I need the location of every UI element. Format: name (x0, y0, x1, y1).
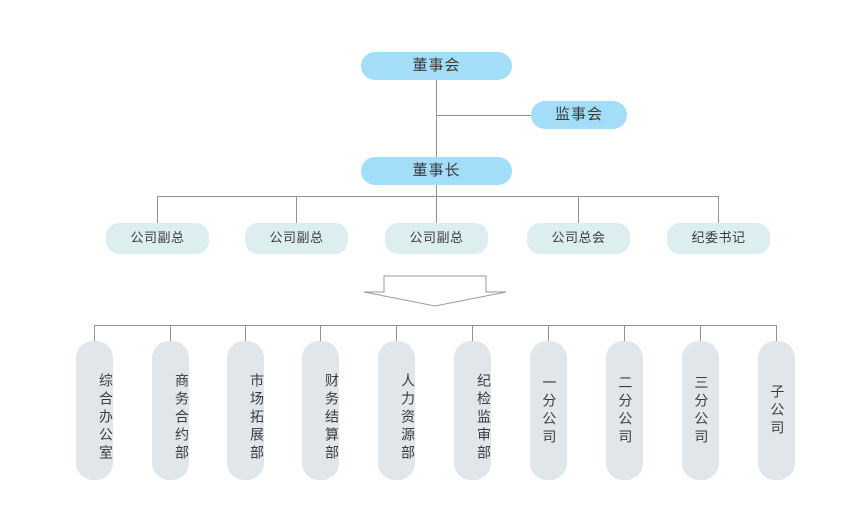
flow-arrow-icon (362, 270, 508, 308)
node-chairman[interactable]: 董事长 (361, 157, 512, 185)
connector-drop-business-contract-dept (170, 325, 171, 341)
connector-drop-chief-accountant (578, 196, 579, 223)
connector-board-to-supervisors (436, 115, 532, 116)
node-discipline-secretary[interactable]: 纪委书记 (667, 223, 770, 254)
node-chief-accountant[interactable]: 公司总会 (527, 223, 630, 254)
connector-drop-branch-company-3 (700, 325, 701, 341)
node-board-of-directors[interactable]: 董事会 (361, 52, 512, 80)
node-vice-president-1[interactable]: 公司副总 (106, 223, 209, 254)
node-vice-president-2[interactable]: 公司副总 (245, 223, 348, 254)
connector-drop-general-office (94, 325, 95, 341)
connector-drop-market-development-dept (245, 325, 246, 341)
connector-board-to-chairman (436, 80, 437, 157)
connector-drop-subsidiary-company (776, 325, 777, 341)
node-general-office[interactable]: 综合办公室 (76, 341, 114, 480)
connector-drop-branch-company-1 (548, 325, 549, 341)
node-business-contract-dept[interactable]: 商务合约部 (152, 341, 190, 480)
connector-drop-vice-president-3 (436, 196, 437, 223)
node-subsidiary-company[interactable]: 子公司 (758, 341, 795, 480)
connector-department-bus (94, 325, 776, 326)
node-vice-president-3[interactable]: 公司副总 (385, 223, 488, 254)
node-board-of-supervisors[interactable]: 监事会 (531, 101, 627, 129)
connector-drop-financial-settlement-dept (320, 325, 321, 341)
connector-drop-vice-president-1 (157, 196, 158, 223)
connector-drop-branch-company-2 (624, 325, 625, 341)
node-branch-company-1[interactable]: 一分公司 (530, 341, 567, 480)
connector-drop-human-resources-dept (396, 325, 397, 341)
connector-drop-vice-president-2 (296, 196, 297, 223)
connector-executive-bus (157, 196, 719, 197)
node-financial-settlement-dept[interactable]: 财务结算部 (302, 341, 340, 480)
node-market-development-dept[interactable]: 市场拓展部 (227, 341, 265, 480)
node-discipline-audit-dept[interactable]: 纪检监审部 (454, 341, 492, 480)
connector-chairman-stem (436, 185, 437, 196)
node-branch-company-3[interactable]: 三分公司 (682, 341, 719, 480)
node-human-resources-dept[interactable]: 人力资源部 (378, 341, 416, 480)
connector-drop-discipline-secretary (718, 196, 719, 223)
connector-drop-discipline-audit-dept (472, 325, 473, 341)
node-branch-company-2[interactable]: 二分公司 (606, 341, 643, 480)
